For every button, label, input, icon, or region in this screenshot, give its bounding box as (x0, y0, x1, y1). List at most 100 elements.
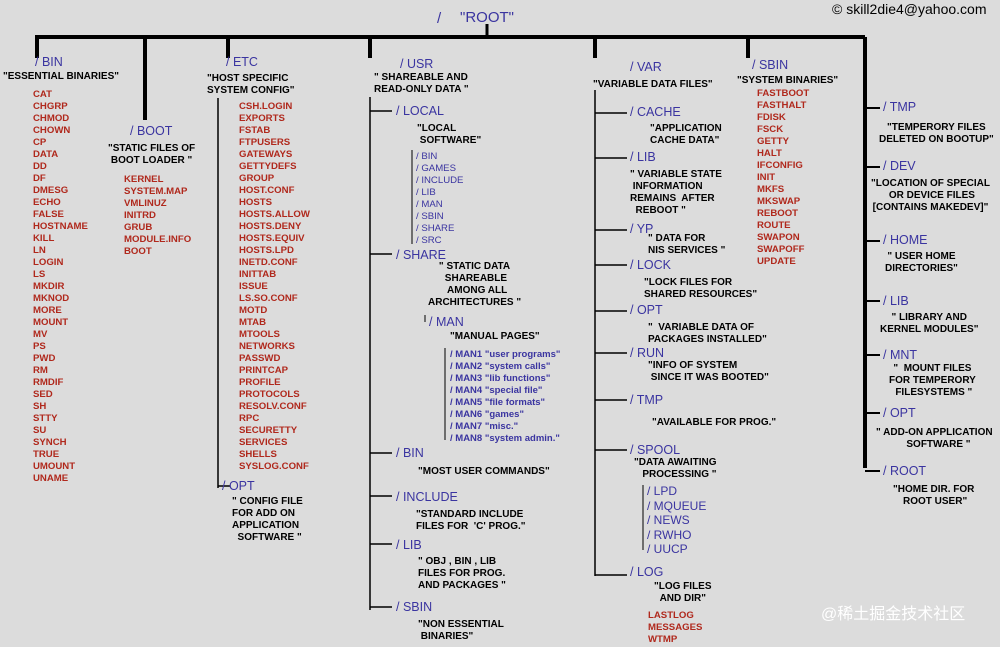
list-item: PS (33, 341, 46, 352)
man-section-note: "user programs" (484, 349, 561, 360)
etc-opt-dir-label: / OPT (222, 479, 255, 493)
usr-man-dir-label: / MAN (429, 315, 464, 329)
root-slash: / (437, 10, 442, 27)
man-section-note: "system admin." (484, 433, 560, 444)
list-item: MESSAGES (648, 622, 703, 633)
var-spool-description: "DATA AWAITING PROCESSING " (634, 457, 717, 480)
list-item: SHELLS (239, 449, 277, 460)
list-item: PROTOCOLS (239, 389, 300, 400)
list-item: TRUE (33, 449, 60, 460)
list-item: SU (33, 425, 47, 436)
list-item: MOUNT (33, 317, 69, 328)
var-lib-description: " VARIABLE STATE INFORMATION REMAINS AFT… (630, 169, 722, 216)
list-item: WTMP (648, 634, 678, 645)
var-lock-dir-label: / LOCK (630, 258, 671, 272)
root-home-description: "HOME DIR. FOR ROOT USER" (893, 484, 975, 507)
list-item: MV (33, 329, 48, 340)
sbin-description: "SYSTEM BINARIES" (737, 75, 839, 86)
list-item: DD (33, 161, 47, 172)
usr-lib-dir-label: / LIB (396, 538, 422, 552)
list-item: INITRD (124, 210, 156, 221)
bin-file-list: CAT CHGRP CHMOD CHOWN CP DATA DD DF DMES… (33, 89, 88, 485)
list-item: LASTLOG (648, 610, 694, 621)
bin-description: "ESSENTIAL BINARIES" (3, 71, 119, 82)
list-item: SED (33, 389, 53, 400)
list-item: MOTD (239, 305, 268, 316)
list-item: RESOLV.CONF (239, 401, 307, 412)
list-item: MORE (33, 305, 62, 316)
sbin-dir-label: / SBIN (752, 58, 789, 72)
man-section-dir: / MAN4 (450, 385, 483, 396)
man-section-note: "file formats" (484, 397, 546, 408)
list-item: / MAN2 "system calls" (450, 361, 560, 373)
list-item: CP (33, 137, 47, 148)
list-item: / GAMES (416, 163, 456, 174)
list-item: INITTAB (239, 269, 277, 280)
tmp-dir-label: / TMP (883, 100, 917, 114)
list-item: / MAN5 "file formats" (450, 397, 560, 409)
var-description: "VARIABLE DATA FILES" (593, 79, 713, 90)
mnt-dir-label: / MNT (883, 348, 918, 362)
usr-bin-dir-label: / BIN (396, 446, 424, 460)
man-section-note: "system calls" (484, 361, 551, 372)
man-section-dir: / MAN7 (450, 421, 483, 432)
list-item: HOSTS.ALLOW (239, 209, 310, 220)
list-item: / LPD (647, 484, 678, 498)
list-item: ISSUE (239, 281, 268, 292)
list-item: / MAN (416, 199, 443, 210)
list-item: EXPORTS (239, 113, 285, 124)
list-item: / BIN (416, 151, 438, 162)
list-item: ROUTE (757, 220, 791, 231)
list-item: VMLINUZ (124, 198, 167, 209)
list-item: MKDIR (33, 281, 65, 292)
list-item: HOSTS.LPD (239, 245, 294, 256)
list-item: MTOOLS (239, 329, 280, 340)
list-item: GROUP (239, 173, 275, 184)
list-item: / MAN4 "special file" (450, 385, 560, 397)
list-item: NETWORKS (239, 341, 295, 352)
list-item: FASTBOOT (757, 88, 810, 99)
usr-man-description: "MANUAL PAGES" (450, 331, 540, 342)
watermark: @稀土掘金技术社区 (821, 606, 966, 623)
var-tmp-description: "AVAILABLE FOR PROG." (652, 417, 777, 428)
man-section-note: "misc." (484, 421, 519, 432)
list-item: / RWHO (647, 527, 692, 542)
home-dir-label: / HOME (883, 233, 928, 247)
list-item: CHGRP (33, 101, 68, 112)
opt-dir-label: / OPT (883, 406, 916, 420)
list-item: KILL (33, 233, 55, 244)
usr-local-dir-label: / LOCAL (396, 104, 444, 118)
list-item: FALSE (33, 209, 64, 220)
root-home-dir-label: / ROOT (883, 464, 927, 478)
list-item: SYSLOG.CONF (239, 461, 309, 472)
boot-description: "STATIC FILES OF BOOT LOADER " (108, 143, 196, 166)
usr-include-dir-label: / INCLUDE (396, 490, 458, 504)
list-item: / MAN1 "user programs" (450, 349, 560, 361)
list-item: HOST.CONF (239, 185, 295, 196)
var-tmp-dir-label: / TMP (630, 393, 664, 407)
boot-dir-label: / BOOT (130, 124, 173, 138)
list-item: / UUCP (647, 542, 688, 556)
list-item: SH (33, 401, 47, 412)
list-item: CAT (33, 89, 53, 100)
list-item: MTAB (239, 317, 266, 328)
sbin-file-list: FASTBOOT FASTHALT FDISK FSCK GETTY HALT … (757, 88, 809, 268)
list-item: STTY (33, 413, 58, 424)
list-item: PWD (33, 353, 56, 364)
usr-local-description: "LOCAL SOFTWARE" (417, 123, 482, 146)
list-item: LOGIN (33, 257, 64, 268)
list-item: / MAN7 "misc." (450, 421, 560, 433)
list-item: / SRC (416, 235, 442, 246)
list-item: / MQUEUE (647, 498, 707, 513)
list-item: MKNOD (33, 293, 70, 304)
list-item: INIT (757, 172, 776, 183)
list-item: MKFS (757, 184, 785, 195)
var-opt-dir-label: / OPT (630, 303, 663, 317)
list-item: / INCLUDE (416, 175, 464, 186)
list-item: LN (33, 245, 46, 256)
man-section-note: "special file" (484, 385, 543, 396)
list-item: REBOOT (757, 208, 799, 219)
list-item: FSTAB (239, 125, 271, 136)
